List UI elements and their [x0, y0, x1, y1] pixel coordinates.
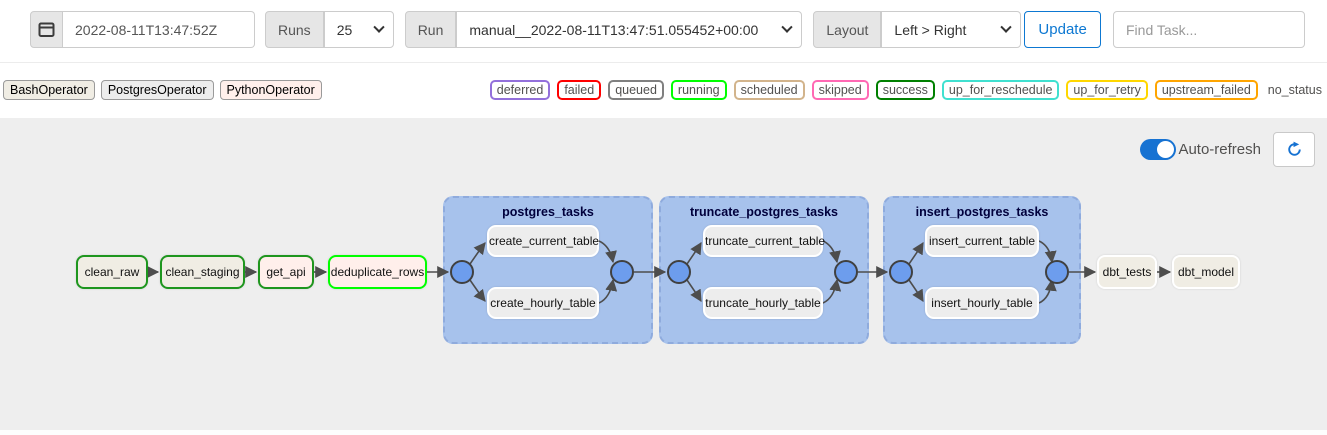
base-date-input[interactable]	[63, 11, 255, 48]
join-circle-insert-postgres-tasks-in[interactable]	[889, 260, 913, 284]
join-circle-truncate-postgres-tasks-in[interactable]	[667, 260, 691, 284]
calendar-button[interactable]	[30, 11, 63, 48]
refresh-icon	[1287, 141, 1301, 156]
legend-status-scheduled: scheduled	[733, 80, 805, 100]
chevron-down-icon	[373, 21, 385, 33]
task-group-title: truncate_postgres_tasks	[690, 205, 838, 219]
runs-group: Runs 25	[265, 11, 394, 48]
refresh-controls: Auto-refresh	[1140, 132, 1315, 167]
task-node-truncate-current-table[interactable]: truncate_current_table	[703, 225, 825, 257]
run-selected-value: manual__2022-08-11T13:47:51.055452+00:00	[469, 21, 759, 38]
layout-select[interactable]: Left > Right	[881, 11, 1022, 48]
task-node-insert-hourly-table[interactable]: insert_hourly_table	[925, 287, 1039, 319]
legend-operator-bash: BashOperator	[3, 80, 95, 100]
runs-select[interactable]: 25	[323, 11, 394, 48]
toggle-knob	[1157, 141, 1175, 158]
update-button[interactable]: Update	[1024, 11, 1101, 48]
legend-operator-python: PythonOperator	[219, 80, 322, 100]
legend-row: BashOperator PostgresOperator PythonOper…	[3, 79, 1322, 101]
toolbar: Runs 25 Run manual__2022-08-11T13:47:51.…	[30, 11, 1305, 48]
runs-selected-value: 25	[336, 21, 353, 38]
layout-label: Layout	[813, 11, 882, 48]
task-node-insert-current-table[interactable]: insert_current_table	[925, 225, 1039, 257]
chevron-down-icon	[781, 21, 794, 33]
task-group-title: postgres_tasks	[502, 205, 594, 219]
task-node-deduplicate-rows[interactable]: deduplicate_rows	[328, 255, 427, 289]
join-circle-insert-postgres-tasks-out[interactable]	[1045, 260, 1069, 284]
toolbar-divider	[0, 62, 1327, 63]
join-circle-postgres-tasks-out[interactable]	[610, 260, 634, 284]
base-date-group	[30, 11, 255, 48]
run-select[interactable]: manual__2022-08-11T13:47:51.055452+00:00	[456, 11, 803, 48]
legend-status-running: running	[670, 80, 727, 100]
task-node-truncate-hourly-table[interactable]: truncate_hourly_table	[703, 287, 823, 319]
layout-selected-value: Left > Right	[894, 21, 967, 38]
task-node-get-api[interactable]: get_api	[258, 255, 314, 289]
task-node-clean-staging[interactable]: clean_staging	[160, 255, 245, 289]
auto-refresh-toggle[interactable]	[1140, 139, 1177, 160]
join-circle-truncate-postgres-tasks-out[interactable]	[834, 260, 858, 284]
legend-status-skipped: skipped	[811, 80, 869, 100]
legend-status-up-for-reschedule: up_for_reschedule	[941, 80, 1060, 100]
find-task-input[interactable]	[1113, 11, 1305, 48]
refresh-button[interactable]	[1273, 132, 1315, 167]
join-circle-postgres-tasks-in[interactable]	[450, 260, 474, 284]
task-node-clean-raw[interactable]: clean_raw	[76, 255, 148, 289]
legend-status-success: success	[875, 80, 935, 100]
bottom-strip	[0, 430, 1327, 435]
calendar-icon	[38, 22, 55, 37]
legend-status-failed: failed	[557, 80, 602, 100]
chevron-down-icon	[1000, 21, 1013, 33]
task-node-dbt-tests[interactable]: dbt_tests	[1097, 255, 1157, 289]
layout-group: Layout Left > Right	[813, 11, 1022, 48]
legend-status-up-for-retry: up_for_retry	[1066, 80, 1148, 100]
legend-status-no-status: no_status	[1267, 83, 1322, 97]
task-node-create-hourly-table[interactable]: create_hourly_table	[487, 287, 599, 319]
task-node-create-current-table[interactable]: create_current_table	[487, 225, 599, 257]
graph-area: Auto-refresh postgres_tasks truncate_pos…	[0, 118, 1327, 430]
legend-status-deferred: deferred	[489, 80, 551, 100]
legend-operator-postgres: PostgresOperator	[100, 80, 214, 100]
task-node-dbt-model[interactable]: dbt_model	[1172, 255, 1240, 289]
run-label: Run	[404, 11, 457, 48]
runs-label: Runs	[265, 11, 324, 48]
legend-status-upstream-failed: upstream_failed	[1154, 80, 1258, 100]
auto-refresh-label: Auto-refresh	[1178, 141, 1261, 158]
run-group: Run manual__2022-08-11T13:47:51.055452+0…	[404, 11, 803, 48]
legend-status-queued: queued	[608, 80, 664, 100]
task-group-title: insert_postgres_tasks	[915, 205, 1049, 219]
